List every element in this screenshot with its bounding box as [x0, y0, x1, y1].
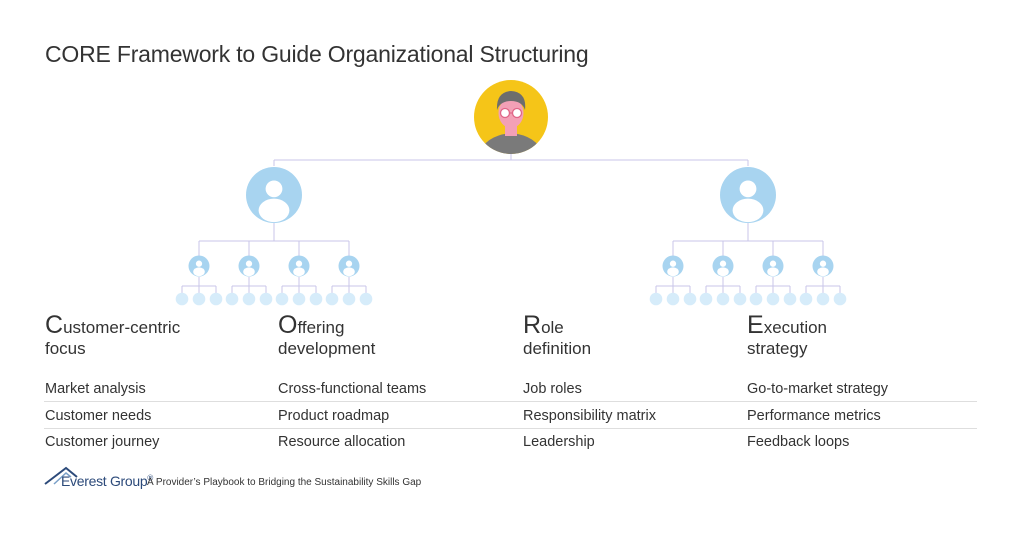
dot-node — [259, 292, 273, 306]
heading-rest: ustomer-centric — [63, 318, 181, 337]
list-item: Market analysis — [45, 381, 146, 397]
dot-node — [766, 292, 780, 306]
person-icon — [762, 255, 784, 277]
dot-node — [359, 292, 373, 306]
dot-node — [716, 292, 730, 306]
dot-node — [225, 292, 239, 306]
report-subtitle: A Provider’s Playbook to Bridging the Su… — [147, 477, 422, 488]
dot-node — [833, 292, 847, 306]
list-item: Feedback loops — [747, 434, 850, 450]
list-item: Customer needs — [45, 407, 152, 424]
row-divider — [44, 428, 977, 429]
list-item: Resource allocation — [278, 434, 406, 450]
dot-node — [733, 292, 747, 306]
dot-node — [292, 292, 306, 306]
heading-initial: R — [523, 311, 542, 339]
footer: Everest Group® A Provider’s Playbook to … — [44, 463, 544, 493]
person-icon — [338, 255, 360, 277]
list-item: Performance metrics — [747, 407, 881, 424]
everest-group-logo-icon — [44, 466, 78, 485]
person-icon — [712, 255, 734, 277]
person-icon — [288, 255, 310, 277]
list-item: Leadership — [523, 434, 595, 450]
row-divider — [44, 401, 977, 402]
dot-node — [242, 292, 256, 306]
page-title: CORE Framework to Guide Organizational S… — [45, 41, 589, 67]
dot-node — [816, 292, 830, 306]
list-item: Go-to-market strategy — [747, 381, 889, 397]
person-icon — [238, 255, 260, 277]
heading-rest: ole — [541, 318, 564, 337]
person-icon — [720, 167, 776, 223]
dot-node — [666, 292, 680, 306]
org-connectors — [181, 154, 841, 293]
person-icon — [812, 255, 834, 277]
dot-node — [192, 292, 206, 306]
brand-name: Everest Group® — [61, 473, 153, 489]
dot-node — [699, 292, 713, 306]
dot-node — [649, 292, 663, 306]
column-heading: Offering development — [278, 313, 518, 359]
column-heading: Role definition — [523, 313, 763, 359]
dot-node — [342, 292, 356, 306]
heading-line2: development — [278, 339, 376, 358]
list-item: Product roadmap — [278, 407, 390, 424]
dot-node — [783, 292, 797, 306]
org-chart — [175, 80, 847, 306]
list-item: Responsibility matrix — [523, 407, 656, 424]
heading-rest: ffering — [297, 318, 345, 337]
dot-node — [209, 292, 223, 306]
dot-node — [175, 292, 189, 306]
column-heading: Execution strategy — [747, 313, 987, 359]
heading-rest: xecution — [763, 318, 828, 337]
heading-line2: definition — [523, 339, 592, 358]
heading-initial: C — [45, 311, 64, 339]
person-icon — [188, 255, 210, 277]
heading-line2: strategy — [747, 339, 808, 358]
list-item: Job roles — [523, 381, 582, 397]
heading-initial: E — [747, 311, 764, 339]
leader-avatar-icon — [474, 80, 548, 154]
person-icon — [246, 167, 302, 223]
heading-line2: focus — [45, 339, 86, 358]
dot-node — [275, 292, 289, 306]
person-icon — [662, 255, 684, 277]
list-item: Customer journey — [45, 434, 160, 450]
dot-node — [683, 292, 697, 306]
heading-initial: O — [278, 311, 298, 339]
column-heading: Customer-centric focus — [45, 313, 285, 359]
dot-node — [325, 292, 339, 306]
dot-node — [799, 292, 813, 306]
dot-node — [749, 292, 763, 306]
list-item: Cross-functional teams — [278, 381, 427, 397]
dot-node — [309, 292, 323, 306]
